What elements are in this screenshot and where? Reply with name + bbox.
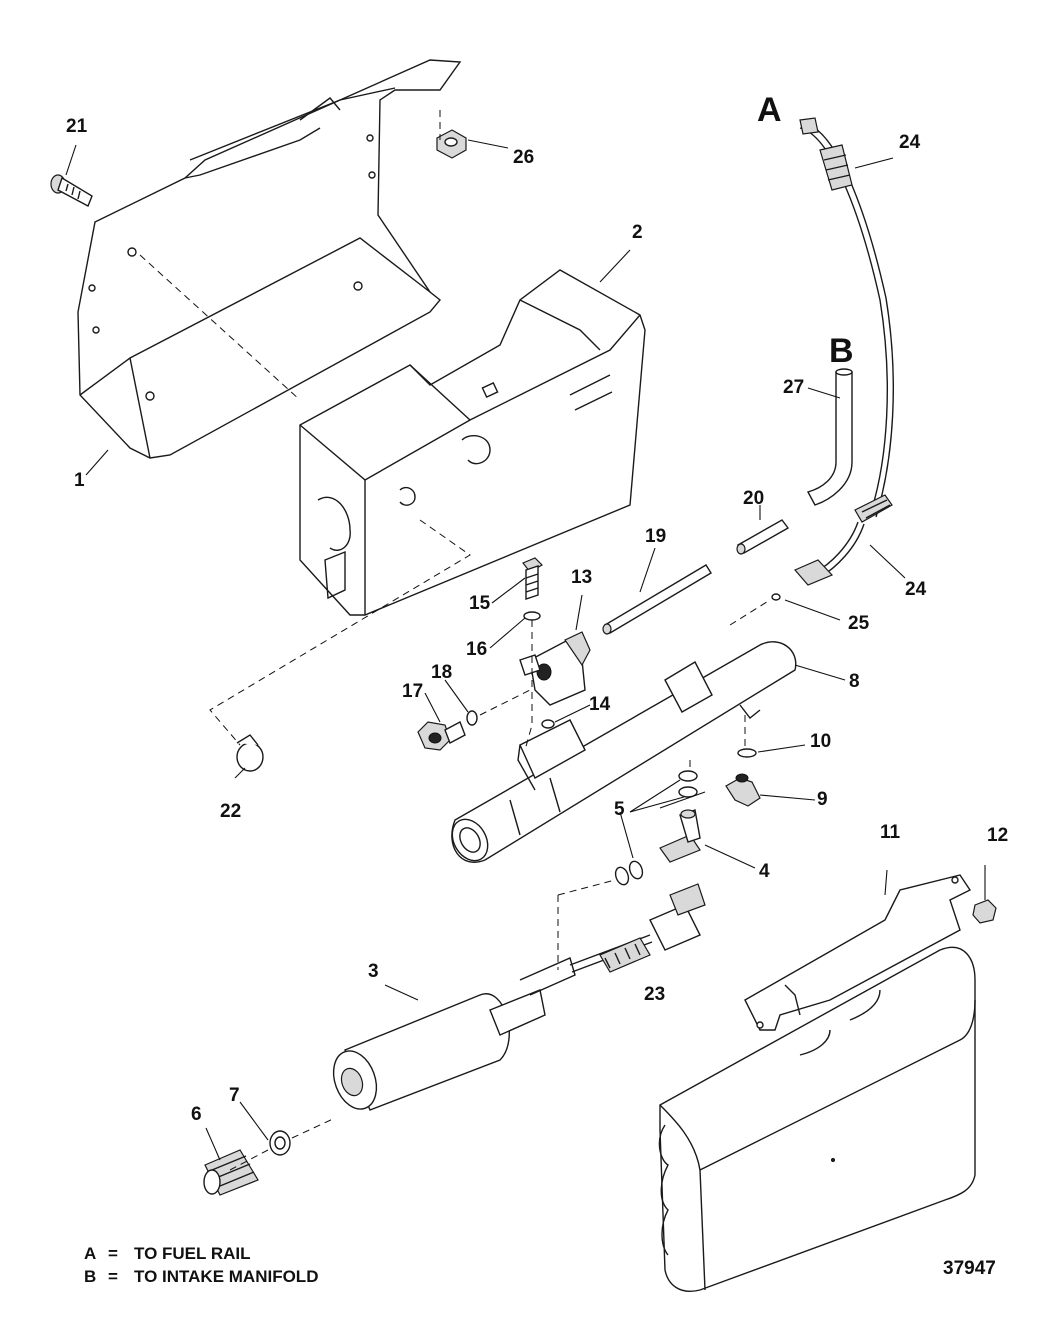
- callout-4: 4: [759, 861, 770, 882]
- part-2-module-housing: [299, 269, 646, 616]
- part-10-o-ring: [737, 748, 757, 758]
- part-21-screw: [50, 174, 93, 207]
- part-15-screw: [522, 557, 543, 600]
- callout-6: 6: [191, 1104, 202, 1125]
- part-27-vacuum-hose: [806, 368, 853, 506]
- legend-row-b: B = TO INTAKE MANIFOLD: [84, 1268, 318, 1285]
- legend-key-b: B: [84, 1267, 97, 1286]
- legend-key-a: A: [84, 1244, 97, 1263]
- ref-letter-a: A: [757, 91, 782, 129]
- part-14-o-ring: [541, 719, 555, 729]
- callout-3: 3: [368, 961, 379, 982]
- callout-15: 15: [469, 593, 491, 614]
- callout-26: 26: [513, 147, 535, 168]
- callout-22: 22: [220, 801, 242, 822]
- part-1-mounting-bracket: [77, 59, 462, 459]
- part-5-o-rings: [614, 770, 698, 886]
- callout-10: 10: [810, 731, 832, 752]
- callout-2: 2: [632, 222, 643, 243]
- callout-24a: 24: [899, 132, 921, 153]
- legend-row-a: A = TO FUEL RAIL: [84, 1245, 251, 1262]
- legend-text-b: TO INTAKE MANIFOLD: [134, 1267, 319, 1286]
- callout-9: 9: [817, 789, 828, 810]
- part-13-pressure-regulator: [519, 631, 591, 706]
- part-8-fuel-cooler: [451, 641, 797, 863]
- part-22-plug: [236, 734, 264, 772]
- callout-5a: 5: [614, 799, 625, 820]
- part-25-o-ring: [771, 593, 781, 601]
- callout-21: 21: [66, 116, 88, 137]
- callout-11: 11: [880, 822, 901, 843]
- callout-25: 25: [848, 613, 870, 634]
- callout-16: 16: [466, 639, 488, 660]
- callout-27: 27: [783, 377, 805, 398]
- ref-letter-b: B: [829, 332, 854, 370]
- callout-14: 14: [589, 694, 611, 715]
- callout-23: 23: [644, 984, 666, 1005]
- callout-12: 12: [987, 825, 1009, 846]
- part-24-fuel-hose: [794, 117, 894, 586]
- leader-lines: [65, 139, 986, 1161]
- part-17-fitting: [417, 721, 466, 751]
- callout-20: 20: [743, 488, 765, 509]
- callout-7: 7: [229, 1085, 240, 1106]
- assembly-lines: [139, 110, 771, 1171]
- legend-eq-b: =: [108, 1267, 118, 1286]
- part-6-fitting: [203, 1149, 259, 1196]
- part-23-cover: [658, 946, 976, 1292]
- callout-18: 18: [431, 662, 453, 683]
- part-19-rod: [602, 564, 712, 635]
- callout-8: 8: [849, 671, 860, 692]
- part-7-washer: [269, 1130, 291, 1156]
- legend-eq-a: =: [108, 1244, 118, 1263]
- legend-text-a: TO FUEL RAIL: [134, 1244, 251, 1263]
- part-16-washer: [523, 611, 541, 621]
- part-20-pin: [736, 519, 790, 555]
- callout-19: 19: [645, 526, 667, 547]
- part-18-washer: [466, 710, 478, 726]
- part-26-nut: [436, 129, 467, 159]
- callout-24b: 24: [905, 579, 927, 600]
- callout-13: 13: [571, 567, 593, 588]
- callout-17: 17: [402, 681, 424, 702]
- part-3-fuel-pump: [332, 883, 706, 1111]
- part-4-elbow-fitting: [659, 809, 701, 863]
- callout-1: 1: [74, 470, 85, 491]
- part-9-fitting: [725, 773, 761, 807]
- figure-number: 37947: [943, 1258, 996, 1279]
- part-11-bracket: [744, 874, 972, 1031]
- part-12-nut: [972, 899, 997, 924]
